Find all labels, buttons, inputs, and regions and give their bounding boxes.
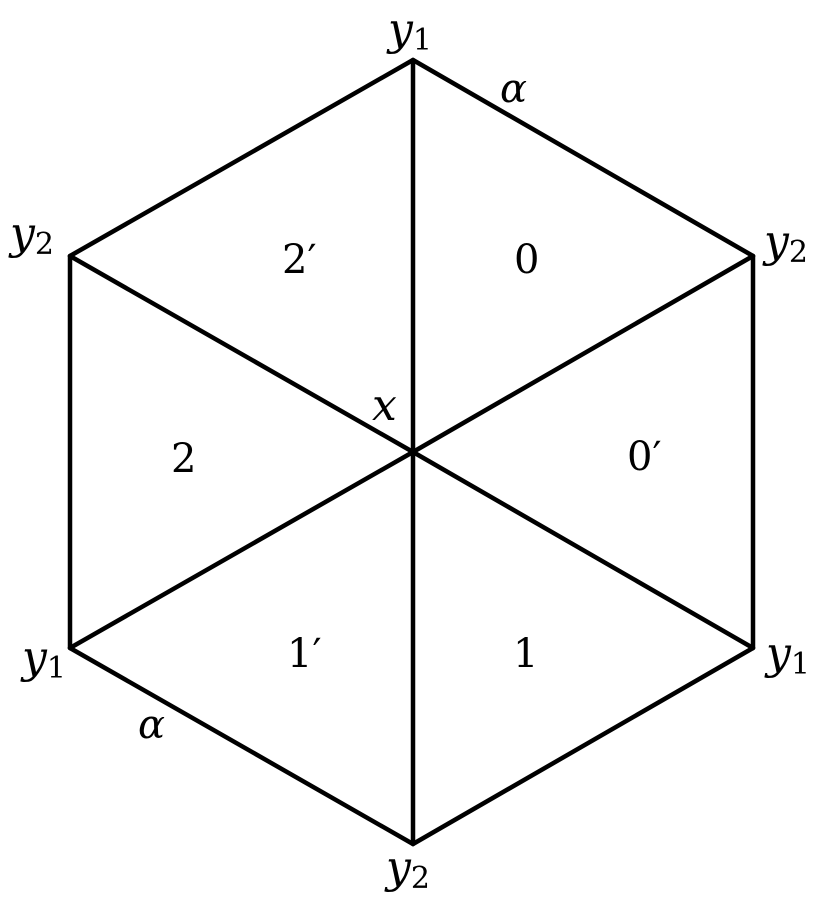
center-label: x <box>372 380 397 431</box>
edge-bottom-to-lower-left <box>67 645 416 847</box>
vertex-label-lower-left: y1 <box>20 632 66 686</box>
spoke-to-lower-right <box>410 449 756 651</box>
spoke-to-lower-left <box>67 449 416 651</box>
vertex-label-upper-right: y2 <box>762 216 808 270</box>
vertex-label-top: y1 <box>386 4 432 58</box>
edge-label-alpha-top-right: α <box>500 66 527 112</box>
face-label-right: 0′ <box>627 434 662 480</box>
edge-lower-right-to-bottom <box>410 645 756 847</box>
edge-labels: α α <box>138 66 527 748</box>
face-label-left: 2 <box>171 436 196 482</box>
hexagon-spokes <box>67 57 756 847</box>
edge-label-alpha-bottom-left: α <box>138 702 165 748</box>
face-labels: 0 0′ 1 1′ 2 2′ <box>171 237 662 677</box>
vertex-label-upper-left: y2 <box>8 208 54 262</box>
vertex-labels: y1 y2 y1 y2 y1 y2 <box>8 4 810 896</box>
face-label-top-right: 0 <box>514 237 539 283</box>
spoke-to-upper-left <box>67 253 416 455</box>
face-label-bottom-left: 1′ <box>287 631 322 677</box>
edge-top-to-upper-right <box>410 57 756 259</box>
face-label-bottom-right: 1 <box>513 631 538 677</box>
spoke-to-upper-right <box>410 253 756 455</box>
edge-upper-left-to-top <box>67 57 416 259</box>
hexagon-outline <box>67 57 756 847</box>
face-label-top-left: 2′ <box>282 237 317 283</box>
vertex-label-lower-right: y1 <box>764 628 810 682</box>
vertex-label-bottom: y2 <box>384 842 430 896</box>
